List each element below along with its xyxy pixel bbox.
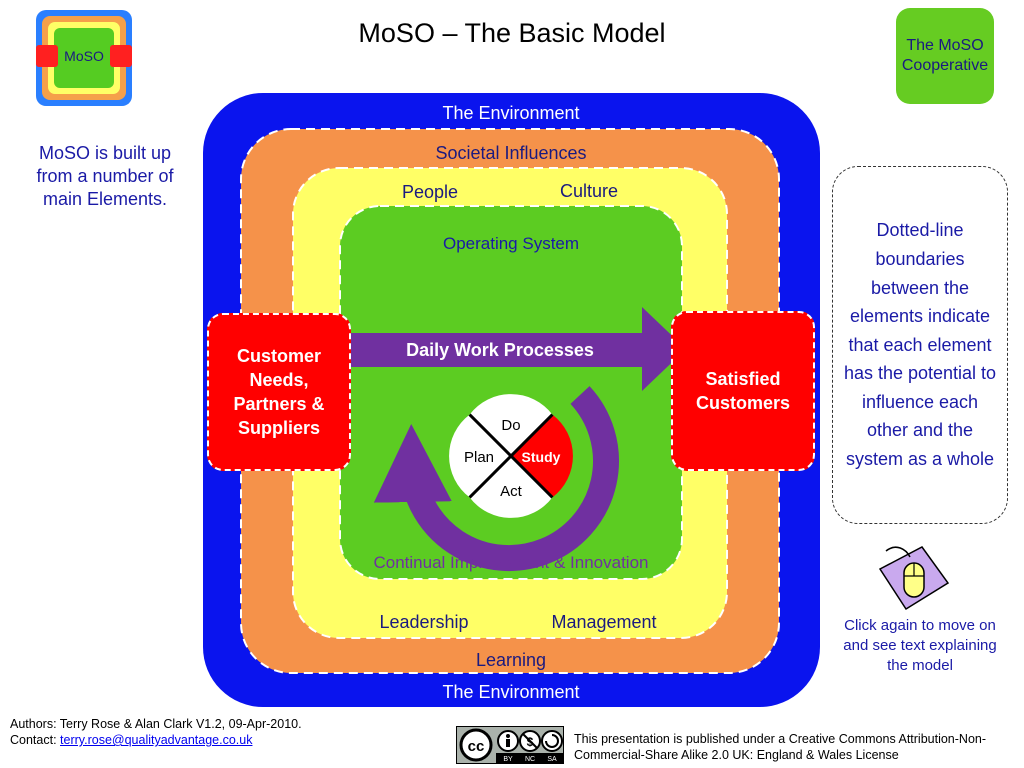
satisfied-customers-label: Satisfied Customers <box>695 369 791 413</box>
daily-work-processes-label: Daily Work Processes <box>406 340 594 360</box>
cc-nc: NC <box>525 756 535 763</box>
coop-label: The MoSO Cooperative <box>901 37 989 74</box>
daily-work-processes-arrow <box>337 307 686 391</box>
environment-bottom-label: The Environment <box>442 682 579 702</box>
click-again-note: Click again to move on and see text expl… <box>843 617 997 674</box>
improvement-cycle-arrow <box>373 386 619 572</box>
people-label: People <box>402 182 458 202</box>
management-label: Management <box>551 612 656 632</box>
mouse-icon[interactable] <box>876 543 952 613</box>
societal-label: Societal Influences <box>435 143 586 163</box>
operating-system-label: Operating System <box>443 234 579 253</box>
culture-label: Culture <box>560 181 618 201</box>
environment-top-label: The Environment <box>442 103 579 123</box>
footer-authors-block: Authors: Terry Rose & Alan Clark V1.2, 0… <box>10 716 302 748</box>
moso-logo: MoSO <box>36 10 132 106</box>
footer-authors: Authors: Terry Rose & Alan Clark V1.2, 0… <box>10 717 302 731</box>
cc-mark: cc <box>468 738 485 755</box>
cc-sa: SA <box>547 756 557 763</box>
pdsa-wheel <box>449 394 573 518</box>
dotted-line-note: Dotted-line boundaries between the eleme… <box>832 166 1008 524</box>
footer-contact: Contact: terry.rose@qualityadvantage.co.… <box>10 732 302 748</box>
operating-system-layer <box>339 205 683 580</box>
learning-label: Learning <box>476 650 546 670</box>
page-title: MoSO – The Basic Model <box>358 18 666 48</box>
satisfied-customers-box: Satisfied Customers <box>671 311 815 471</box>
intro-note: MoSO is built up from a number of main E… <box>36 143 174 209</box>
contact-email-link[interactable]: terry.rose@qualityadvantage.co.uk <box>60 733 253 747</box>
cc-by: BY <box>503 756 513 763</box>
pdsa-study: Study <box>522 449 561 465</box>
pdsa-plan: Plan <box>464 449 494 466</box>
coop-button[interactable]: The MoSO Cooperative <box>896 8 994 104</box>
logo-text: MoSO <box>64 48 104 64</box>
leadership-label: Leadership <box>379 612 468 632</box>
pdsa-do: Do <box>501 417 520 434</box>
creative-commons-badge[interactable]: cc $ BY NC SA <box>456 726 564 764</box>
customer-needs-label: Customer Needs, Partners & Suppliers <box>233 346 325 438</box>
customer-needs-box: Customer Needs, Partners & Suppliers <box>207 313 351 471</box>
pdsa-act: Act <box>500 483 523 500</box>
license-text: This presentation is published under a C… <box>574 732 987 762</box>
dotted-line-note-text: Dotted-line boundaries between the eleme… <box>843 220 997 470</box>
improvement-label: Continual Improvement & Innovation <box>374 553 649 572</box>
footer-contact-prefix: Contact: <box>10 733 61 747</box>
